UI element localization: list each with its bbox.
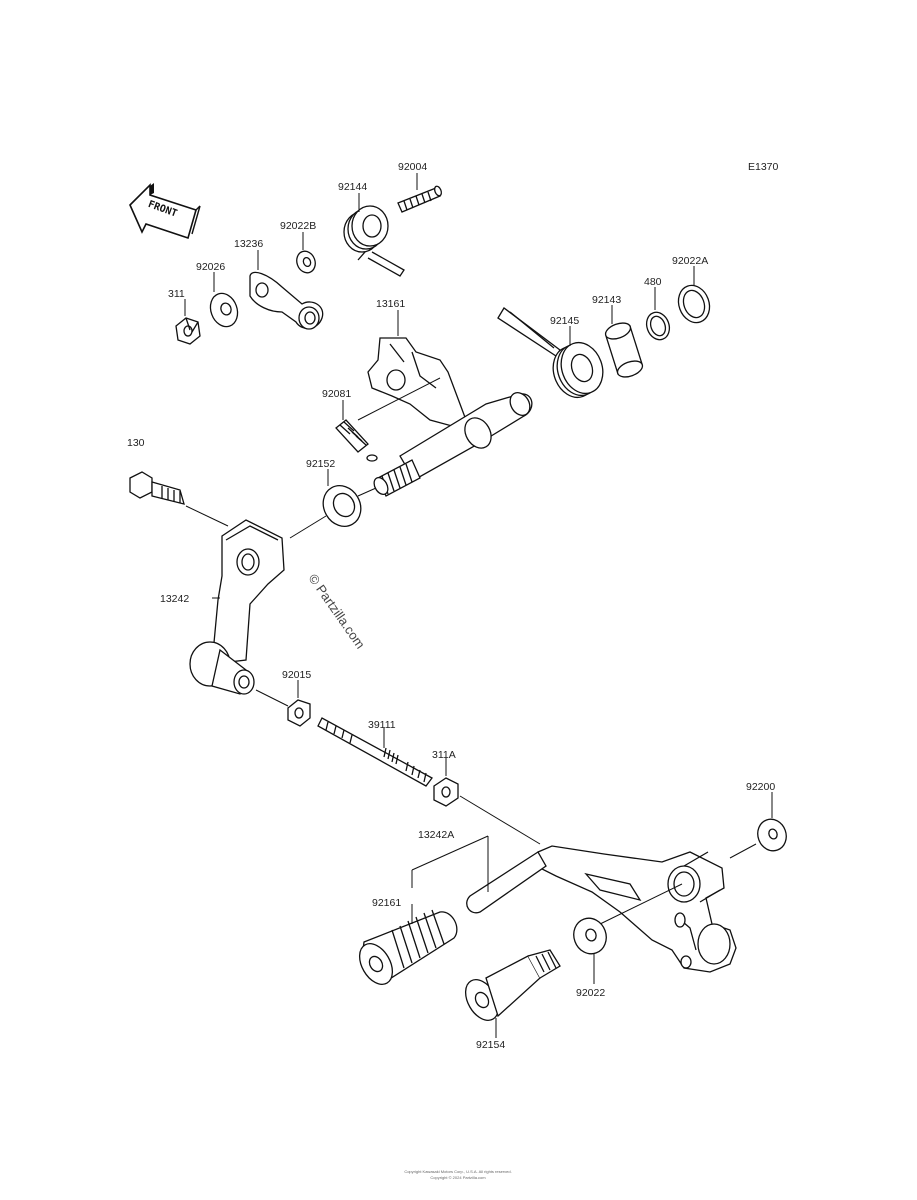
label-130: 130: [127, 437, 145, 449]
front-arrow-icon: FRONT: [129, 183, 201, 240]
label-13242A: 13242A: [418, 829, 454, 841]
label-92015: 92015: [282, 669, 311, 681]
footer-line-1: Copyright Kawasaki Motors Corp., U.S.A. …: [404, 1169, 511, 1174]
part-92200-washer[interactable]: [753, 815, 790, 855]
part-311A-nut[interactable]: [433, 777, 459, 807]
label-92143: 92143: [592, 294, 621, 306]
label-92154: 92154: [476, 1039, 505, 1051]
part-92081-spring[interactable]: [335, 419, 378, 462]
part-92022A-washer[interactable]: [673, 281, 714, 327]
part-92015-nut[interactable]: [287, 699, 311, 727]
label-92022: 92022: [576, 987, 605, 999]
part-92144-spring[interactable]: [343, 205, 405, 277]
label-92161: 92161: [372, 897, 401, 909]
part-480-circlip[interactable]: [643, 309, 673, 343]
label-92145: 92145: [550, 315, 579, 327]
watermark: © Partzilla.com: [306, 571, 369, 651]
label-92144: 92144: [338, 181, 367, 193]
part-13161-shift-shaft[interactable]: [367, 337, 534, 497]
part-92022B-washer[interactable]: [294, 249, 318, 276]
label-311: 311: [168, 288, 185, 300]
part-92152-seal[interactable]: [316, 479, 368, 533]
part-92022-washer[interactable]: [569, 914, 611, 959]
part-92026-washer[interactable]: [206, 290, 242, 331]
label-13236: 13236: [234, 238, 263, 250]
part-92145-spring[interactable]: [497, 307, 610, 403]
label-13242: 13242: [160, 593, 189, 605]
part-13242A-pedal-arm[interactable]: [466, 845, 737, 973]
footer-line-2: Copyright © 2024 Partzilla.com: [430, 1175, 486, 1180]
part-39111-tie-rod[interactable]: [317, 717, 433, 787]
part-13236-lever[interactable]: [249, 271, 324, 330]
label-92200: 92200: [746, 781, 775, 793]
part-92154-pedal-bolt[interactable]: [459, 949, 561, 1026]
label-480: 480: [644, 276, 662, 288]
label-92081: 92081: [322, 388, 351, 400]
diagram-code: E1370: [748, 161, 779, 173]
label-39111: 39111: [368, 719, 396, 731]
label-92152: 92152: [306, 458, 335, 470]
part-130-bolt[interactable]: [129, 471, 185, 505]
part-92161-pedal-rubber[interactable]: [353, 909, 458, 990]
part-92004-pin[interactable]: [397, 185, 443, 213]
label-92026: 92026: [196, 261, 225, 273]
label-92022B: 92022B: [280, 220, 316, 232]
label-92022A: 92022A: [672, 255, 708, 267]
label-311A: 311A: [432, 749, 456, 761]
part-13242-shift-lever[interactable]: [189, 519, 285, 695]
label-92004: 92004: [398, 161, 427, 173]
label-13161: 13161: [376, 298, 405, 310]
part-92143-collar[interactable]: [603, 320, 644, 380]
part-311-nut[interactable]: [175, 317, 201, 345]
